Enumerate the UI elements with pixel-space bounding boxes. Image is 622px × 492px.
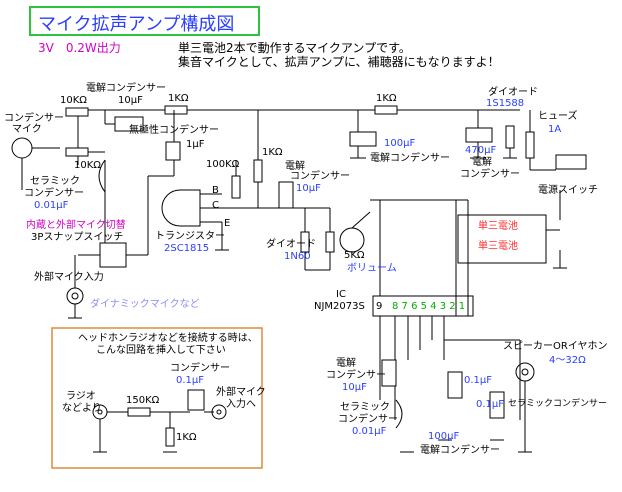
- fuse-value: 1A: [548, 124, 562, 135]
- pin-b: B: [212, 185, 219, 196]
- diode-vert-type: 1N60: [284, 251, 311, 262]
- r10k-bottom-label: 10KΩ: [74, 160, 101, 171]
- ecap-mid-label-1: 電解: [285, 161, 305, 172]
- ecap-100-label: 電解コンデンサー: [370, 153, 450, 164]
- description-line-2: 集音マイクとして、拡声アンプに、補聴器にもなりますよ！: [178, 55, 500, 69]
- ecap-top-value: 10μF: [118, 95, 143, 106]
- ceramic-out-value: 0.01μF: [352, 426, 387, 437]
- page-title: マイク拡声アンプ構成図: [38, 14, 235, 35]
- cap-mic-label-2: マイク: [12, 124, 42, 135]
- switch-note: 内蔵と外部マイク切替: [26, 220, 126, 231]
- volume-label: ボリューム: [347, 263, 397, 274]
- inset-note-2: こんな回路を挿入して下さい: [96, 345, 226, 356]
- transistor-type: 2SC1815: [164, 243, 210, 254]
- diode-vert-label: ダイオード: [266, 239, 316, 250]
- ecap-mid-label-2: コンデンサー: [290, 171, 350, 182]
- pin-e: E: [224, 218, 231, 229]
- ceramic-vert-label: セラミックコンデンサー: [508, 399, 608, 409]
- speaker-value: 4〜32Ω: [549, 355, 586, 366]
- diode-top-type: 1S1588: [486, 98, 525, 109]
- r100k-label: 100KΩ: [206, 159, 240, 170]
- ecap-100-bottom-value: 100μF: [428, 431, 460, 442]
- ic-label: IC: [336, 289, 346, 300]
- battery-1: 単三電池: [478, 221, 518, 232]
- fuse-label: ヒューズ: [538, 111, 578, 122]
- ecap-470-label-1: 電解: [472, 157, 492, 168]
- description-line-1: 単三電池2本で動作するマイクアンプです。: [178, 41, 411, 55]
- transistor-label: トランジスター: [155, 231, 225, 242]
- ceramic-label-2: コンデンサー: [24, 188, 84, 199]
- ecap-out-label-2: コンデンサー: [326, 370, 386, 381]
- inset-r150k: 150KΩ: [126, 395, 160, 406]
- battery-2: 単三電池: [478, 241, 518, 252]
- ceramic-label-1: セラミック: [30, 176, 80, 187]
- ecap-out-label-1: 電解: [336, 358, 356, 369]
- r10k-top-label: 10KΩ: [60, 95, 87, 106]
- ext-mic-label: 外部マイク入力: [34, 272, 104, 283]
- ic-type: NJM2073S: [314, 301, 365, 312]
- dynamic-mic-label: ダイナミックマイクなど: [90, 299, 200, 310]
- switch-name: 3Pスナップスイッチ: [31, 232, 124, 243]
- inset-note-1: ヘッドホンラジオなどを接続する時は、: [78, 333, 258, 344]
- inset-ext-mic-2: 入力へ: [226, 399, 256, 410]
- r1k-a-label: 1KΩ: [168, 93, 189, 104]
- inset-r1k: 1KΩ: [176, 432, 197, 443]
- ecap-470-value: 470μF: [465, 145, 497, 156]
- inset-cap-name: コンデンサー: [170, 363, 230, 374]
- ecap-top-label: 電解コンデンサー: [86, 83, 166, 94]
- speaker-label: スピーカーORイヤホン: [503, 341, 608, 352]
- ecap-mid-value: 10μF: [296, 183, 321, 194]
- pin-c: C: [212, 200, 219, 211]
- ceramic-out-label-1: セラミック: [340, 402, 390, 413]
- ic-pin-9: 9: [376, 301, 383, 312]
- inset-radio-2: などより: [62, 403, 102, 414]
- nonpolar-value: 1μF: [186, 139, 205, 150]
- title-frame: [29, 6, 260, 36]
- ceramic-value: 0.01μF: [34, 200, 69, 211]
- r1k-c-label: 1KΩ: [376, 93, 397, 104]
- ecap-out-value: 10μF: [342, 382, 367, 393]
- ecap-470-label-2: コンデンサー: [460, 169, 520, 180]
- volume-value: 5KΩ: [344, 250, 365, 261]
- power-switch-label: 電源スイッチ: [538, 185, 598, 196]
- diode-top-label: ダイオード: [488, 87, 538, 98]
- inset-radio-1: ラジオ: [66, 391, 96, 402]
- cap-01-b-value: 0.1μF: [476, 399, 505, 410]
- inset-cap-value: 0.1μF: [176, 375, 205, 386]
- cap-mic-label-1: コンデンサー: [4, 113, 64, 124]
- r1k-b-label: 1KΩ: [262, 147, 283, 158]
- ceramic-out-label-2: コンデンサー: [338, 414, 398, 425]
- cap-01-value: 0.1μF: [464, 375, 493, 386]
- ic-pins: 8 7 6 5 4 3 2 1: [392, 301, 466, 312]
- ecap-100-value: 100μF: [384, 138, 416, 149]
- spec-text: 3V 0.2W出力: [38, 41, 121, 55]
- inset-ext-mic-1: 外部マイク: [216, 387, 266, 398]
- nonpolar-label: 無極性コンデンサー: [129, 125, 219, 136]
- ecap-bottom-label: 電解コンデンサー: [420, 445, 500, 456]
